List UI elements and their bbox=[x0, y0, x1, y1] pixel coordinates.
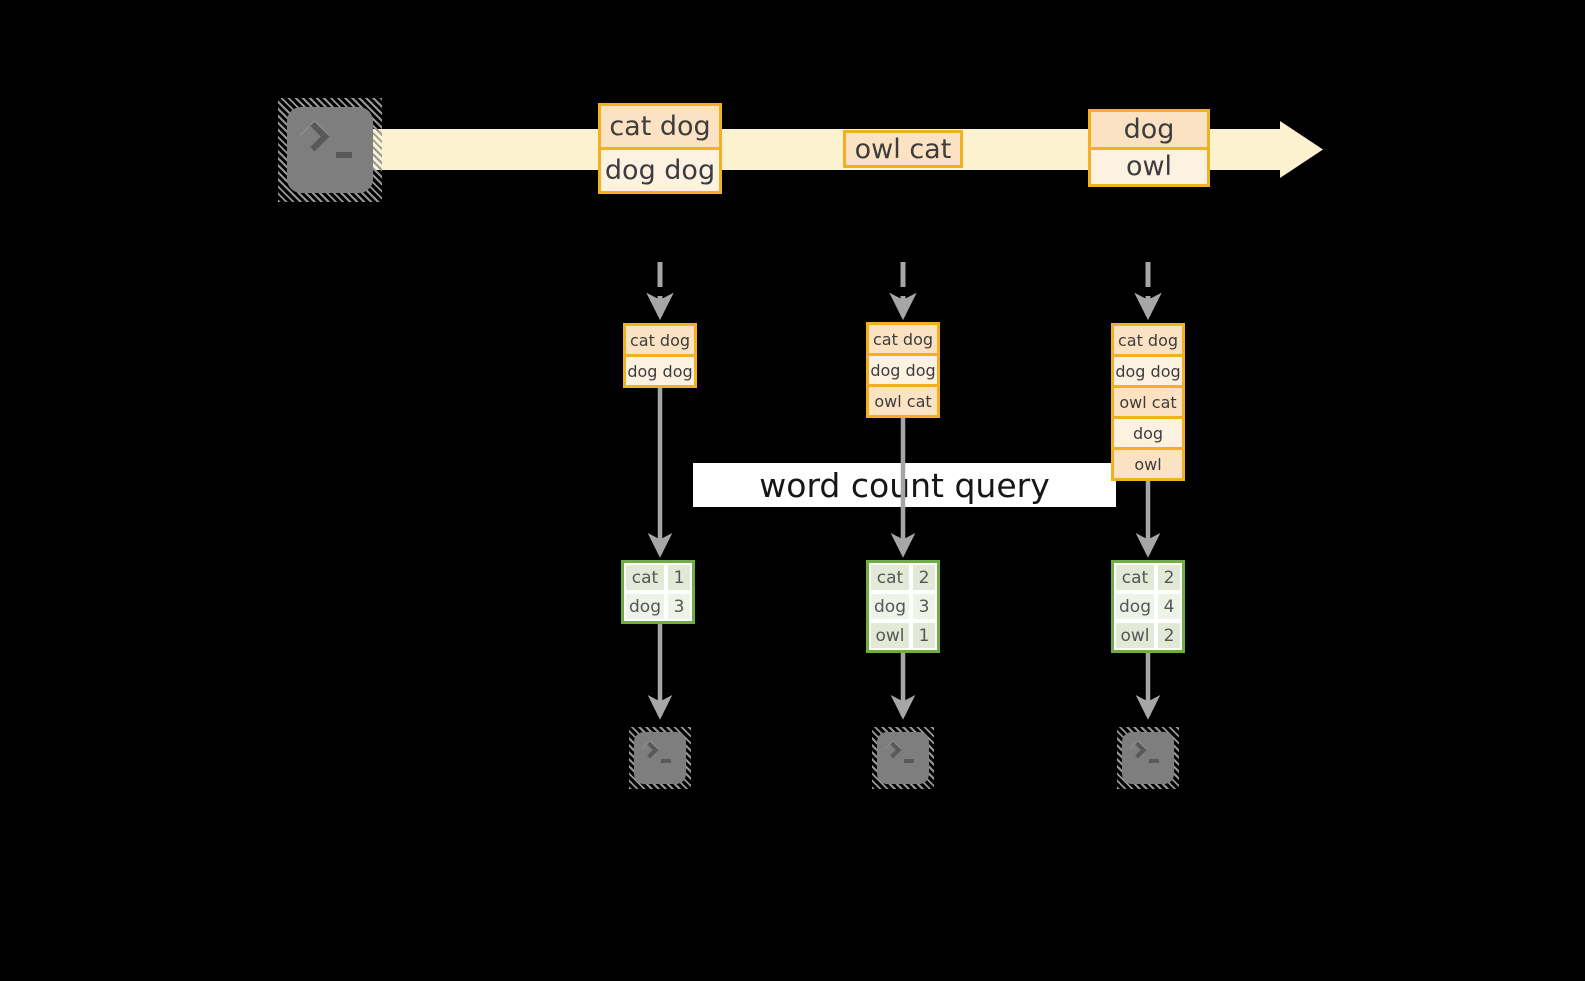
stream-event-3: dog owl bbox=[1088, 109, 1210, 187]
buffer-stack-2: cat dog dog dog owl cat bbox=[866, 322, 940, 418]
event-record: dog dog bbox=[601, 150, 719, 191]
result-word: cat bbox=[624, 563, 666, 592]
prompt-chevron-icon bbox=[1129, 741, 1147, 759]
result-count: 3 bbox=[911, 592, 937, 621]
result-table-1: cat 1 dog 3 bbox=[621, 560, 695, 624]
terminal-icon bbox=[287, 107, 373, 193]
prompt-chevron-icon bbox=[884, 741, 902, 759]
sink-terminal-icon-3 bbox=[1117, 727, 1179, 789]
result-count: 2 bbox=[1156, 621, 1182, 650]
result-word: dog bbox=[869, 592, 911, 621]
result-table-2: cat 2 dog 3 owl 1 bbox=[866, 560, 940, 653]
result-word: cat bbox=[869, 563, 911, 592]
prompt-chevron-icon bbox=[299, 121, 330, 152]
result-count: 4 bbox=[1156, 592, 1182, 621]
prompt-cursor-icon bbox=[661, 759, 671, 763]
result-count: 1 bbox=[911, 621, 937, 650]
buffer-record: owl bbox=[1114, 450, 1182, 478]
terminal-icon bbox=[634, 732, 686, 784]
event-record: dog bbox=[1091, 112, 1207, 147]
source-terminal-icon bbox=[278, 98, 382, 202]
buffer-record: dog bbox=[1114, 419, 1182, 447]
terminal-icon bbox=[1122, 732, 1174, 784]
prompt-cursor-icon bbox=[1149, 759, 1159, 763]
buffer-record: dog dog bbox=[869, 356, 937, 384]
buffer-stack-1: cat dog dog dog bbox=[623, 323, 697, 388]
event-record: owl cat bbox=[846, 133, 960, 165]
result-count: 2 bbox=[1156, 563, 1182, 592]
prompt-cursor-icon bbox=[336, 152, 352, 158]
event-record: cat dog bbox=[601, 106, 719, 147]
event-record: owl bbox=[1091, 149, 1207, 184]
buffer-record: cat dog bbox=[1114, 326, 1182, 354]
sink-terminal-icon-1 bbox=[629, 727, 691, 789]
prompt-cursor-icon bbox=[904, 759, 914, 763]
terminal-icon bbox=[877, 732, 929, 784]
prompt-chevron-icon bbox=[641, 741, 659, 759]
result-word: dog bbox=[1114, 592, 1156, 621]
result-count: 1 bbox=[666, 563, 692, 592]
result-word: cat bbox=[1114, 563, 1156, 592]
buffer-record: owl cat bbox=[1114, 388, 1182, 416]
result-count: 3 bbox=[666, 592, 692, 621]
stream-event-2: owl cat bbox=[843, 130, 963, 168]
sink-terminal-icon-2 bbox=[872, 727, 934, 789]
result-word: owl bbox=[869, 621, 911, 650]
buffer-record: cat dog bbox=[626, 326, 694, 354]
result-word: dog bbox=[624, 592, 666, 621]
buffer-record: dog dog bbox=[1114, 357, 1182, 385]
result-count: 2 bbox=[911, 563, 937, 592]
buffer-record: dog dog bbox=[626, 357, 694, 385]
buffer-stack-3: cat dog dog dog owl cat dog owl bbox=[1111, 323, 1185, 481]
result-table-3: cat 2 dog 4 owl 2 bbox=[1111, 560, 1185, 653]
stream-event-1: cat dog dog dog bbox=[598, 103, 722, 194]
buffer-record: owl cat bbox=[869, 387, 937, 415]
buffer-record: cat dog bbox=[869, 325, 937, 353]
result-word: owl bbox=[1114, 621, 1156, 650]
